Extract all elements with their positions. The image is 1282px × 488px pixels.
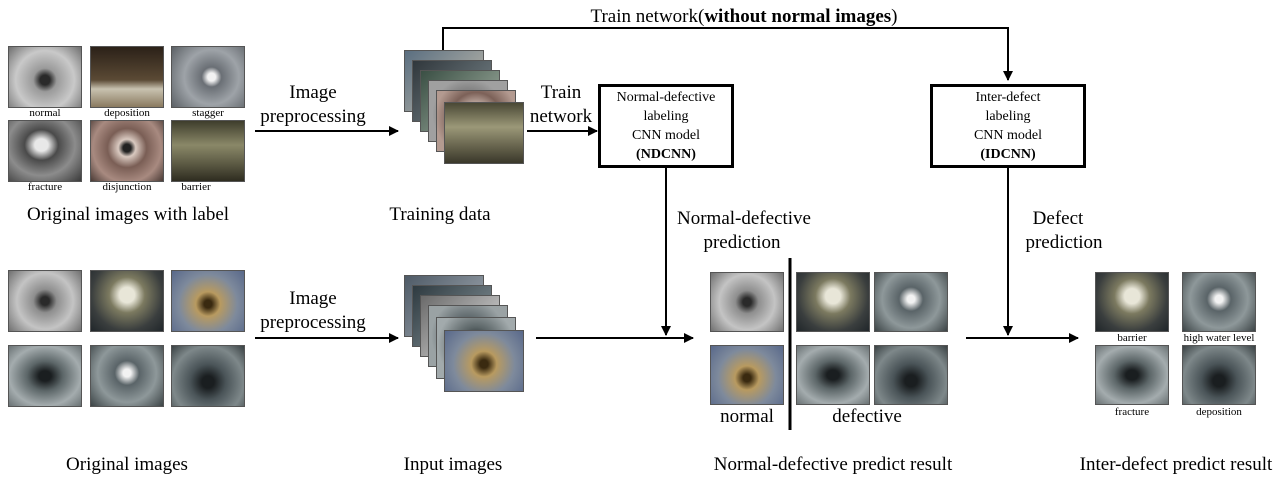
image-fracture (8, 120, 82, 182)
preprocessing-top-line2: preprocessing (260, 106, 366, 127)
label-fracture: fracture (27, 181, 63, 193)
idcnn-line2: labeling (985, 109, 1031, 124)
original-image-4 (8, 345, 82, 407)
idcnn-line4: (IDCNN) (980, 147, 1036, 162)
preprocessing-bottom-line1: Image (289, 288, 337, 309)
preprocessing-top-line1: Image (289, 82, 337, 103)
train-network-line1: Train (540, 82, 582, 103)
caption-training-data: Training data (389, 204, 491, 225)
caption-original-images: Original images (66, 454, 188, 475)
input-stack-6 (444, 330, 524, 392)
train-network-line (442, 27, 1013, 81)
result-defective-1 (796, 272, 870, 332)
ndcnn-line2: labeling (643, 109, 689, 124)
label-deposition: deposition (104, 107, 150, 119)
ndcnn-model-box: Normal-defective labeling CNN model (NDC… (598, 84, 734, 168)
image-barrier (171, 120, 245, 182)
ndcnn-line4: (NDCNN) (636, 147, 696, 162)
interdefect-barrier-image (1095, 272, 1169, 332)
image-normal (8, 46, 82, 108)
label-high-water-result: high water level (1183, 332, 1255, 344)
label-fracture-result: fracture (1114, 406, 1150, 418)
label-deposition-result: deposition (1196, 406, 1242, 418)
result-defective-4 (874, 345, 948, 405)
label-stagger: stagger (192, 107, 224, 119)
interdefect-high-water-image (1182, 272, 1256, 332)
image-stagger (171, 46, 245, 108)
result-normal-2 (710, 345, 784, 405)
result-defective-2 (874, 272, 948, 332)
caption-nd-result: Normal-defective predict result (713, 454, 953, 475)
preprocessing-bottom-line2: preprocessing (260, 312, 366, 333)
label-disjunction: disjunction (102, 181, 152, 193)
idcnn-line1: Inter-defect (975, 90, 1041, 105)
image-disjunction (90, 120, 164, 182)
nd-prediction-line2: prediction (703, 232, 781, 253)
image-deposition (90, 46, 164, 108)
interdefect-fracture-image (1095, 345, 1169, 405)
caption-original-with-label: Original images with label (26, 204, 230, 225)
train-network-label: Train network(without normal images) (590, 6, 898, 27)
defect-prediction-line1: Defect (1032, 208, 1084, 229)
idcnn-model-box: Inter-defect labeling CNN model (IDCNN) (930, 84, 1086, 168)
result-defective-3 (796, 345, 870, 405)
original-image-2 (90, 270, 164, 332)
label-normal-group: normal (720, 406, 774, 427)
train-network-line2: network (529, 106, 593, 127)
original-image-5 (90, 345, 164, 407)
caption-id-result: Inter-defect predict result (1079, 454, 1273, 475)
nd-prediction-line1: Normal-defective (677, 208, 811, 229)
ndcnn-line1: Normal-defective (616, 90, 716, 105)
label-normal: normal (29, 107, 61, 119)
ndcnn-line3: CNN model (631, 128, 701, 143)
result-normal-1 (710, 272, 784, 332)
caption-input-images: Input images (403, 454, 503, 475)
idcnn-line3: CNN model (973, 128, 1043, 143)
original-image-6 (171, 345, 245, 407)
original-image-3 (171, 270, 245, 332)
label-barrier: barrier (181, 181, 211, 193)
label-defective-group: defective (832, 406, 902, 427)
defect-prediction-line2: prediction (1025, 232, 1103, 253)
interdefect-deposition-image (1182, 345, 1256, 405)
training-stack-6 (444, 102, 524, 164)
original-image-1 (8, 270, 82, 332)
label-barrier-result: barrier (1117, 332, 1147, 344)
